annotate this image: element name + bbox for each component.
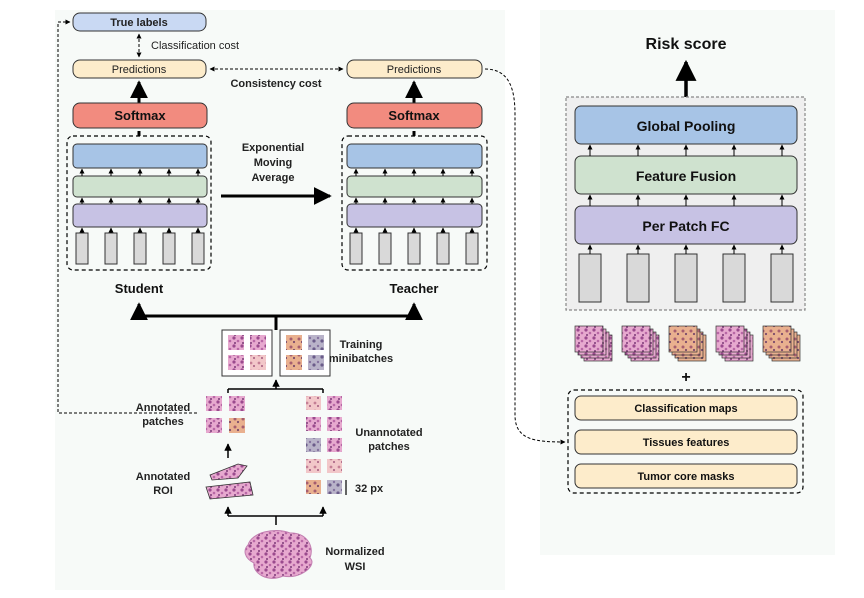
annotated-roi-label-2: ROI: [153, 485, 173, 497]
training-minibatches: [221, 329, 331, 377]
wsi-image: [244, 530, 313, 579]
per-patch-fc-text: Per Patch FC: [642, 218, 729, 234]
patch-stack-tile: [621, 325, 651, 353]
wsi-to-roi-arrows: [224, 506, 327, 525]
right-input-bars: [578, 253, 794, 303]
teacher-softmax-box: [346, 102, 483, 129]
unannotated-label-2: patches: [368, 441, 410, 453]
true-labels-text: True labels: [110, 17, 167, 29]
ema-label-2: Moving: [254, 157, 293, 169]
true-labels-box: [72, 12, 207, 32]
consistency-cost-label: Consistency cost: [230, 78, 321, 90]
teacher-input-bar: [436, 232, 450, 265]
training-label-1: Training: [340, 339, 383, 351]
teacher-to-inputs-arrow: [484, 68, 566, 445]
student-input-bar: [133, 232, 147, 265]
plus-sign: +: [681, 369, 690, 386]
feature-fusion-text: Feature Fusion: [636, 168, 736, 184]
classification-cost-label: Classification cost: [151, 40, 239, 52]
annotated-roi: [205, 463, 254, 500]
ema-label-3: Average: [251, 172, 294, 184]
teacher-input-bar: [378, 232, 392, 265]
teacher-predictions-box: [346, 59, 483, 79]
wsi-label-1: Normalized: [325, 546, 384, 558]
annotated-patches: [206, 396, 245, 433]
ema-label-1: Exponential: [242, 142, 304, 154]
student-softmax-text: Softmax: [114, 108, 166, 123]
patch-input-bar: [578, 253, 602, 303]
student-predictions-text: Predictions: [112, 64, 167, 76]
teacher-softmax-text: Softmax: [388, 108, 440, 123]
risk-score-label: Risk score: [646, 36, 727, 53]
student-input-bar: [104, 232, 118, 265]
tumor-core-masks-text: Tumor core masks: [637, 471, 734, 483]
patch-input-bar: [770, 253, 794, 303]
left-background: [55, 10, 505, 590]
patch-input-bar: [722, 253, 746, 303]
extra-inputs-panel: [567, 389, 804, 494]
patch-stack-tile: [668, 325, 698, 353]
tissues-features-text: Tissues features: [643, 437, 730, 449]
training-label-2: minibatches: [329, 353, 393, 365]
unannotated-label-1: Unannotated: [355, 427, 422, 439]
student-input-bar: [75, 232, 89, 265]
teacher-input-bar: [349, 232, 363, 265]
tissues-features-box: [574, 429, 798, 455]
minibatch-to-networks-arrows: [130, 302, 423, 330]
patch-stack-tile: [715, 325, 745, 353]
teacher-predictions-text: Predictions: [387, 64, 442, 76]
classification-maps-box: [574, 395, 798, 421]
student-input-bar: [162, 232, 176, 265]
annotated-to-true-labels-arrow: [57, 19, 197, 414]
patch-stack-tile: [574, 325, 604, 353]
student-input-bar: [191, 232, 205, 265]
teacher-label: Teacher: [390, 281, 439, 296]
student-label: Student: [115, 281, 164, 296]
global-pooling-box: [574, 105, 798, 145]
patch-stacks: [574, 325, 801, 362]
tumor-core-masks-box: [574, 463, 798, 489]
patch-stack-tile: [762, 325, 792, 353]
annotated-patches-label-2: patches: [142, 416, 184, 428]
patch-size-label: 32 px: [355, 483, 384, 495]
annotated-roi-label-1: Annotated: [136, 471, 190, 483]
student-predictions-box: [72, 59, 207, 79]
student-network: [66, 135, 212, 271]
classification-maps-text: Classification maps: [634, 403, 737, 415]
student-softmax-box: [72, 102, 208, 129]
unannotated-patches: [306, 396, 342, 494]
teacher-network: [341, 135, 488, 271]
global-pooling-text: Global Pooling: [637, 118, 736, 134]
patch-input-bar: [674, 253, 698, 303]
wsi-label-2: WSI: [345, 561, 366, 573]
annotated-patches-label-1: Annotated: [136, 402, 190, 414]
patches-to-minibatch-arrows: [227, 379, 324, 393]
teacher-input-bar: [465, 232, 479, 265]
teacher-input-bar: [407, 232, 421, 265]
right-layer-arrows: [587, 144, 785, 254]
patch-input-bar: [626, 253, 650, 303]
